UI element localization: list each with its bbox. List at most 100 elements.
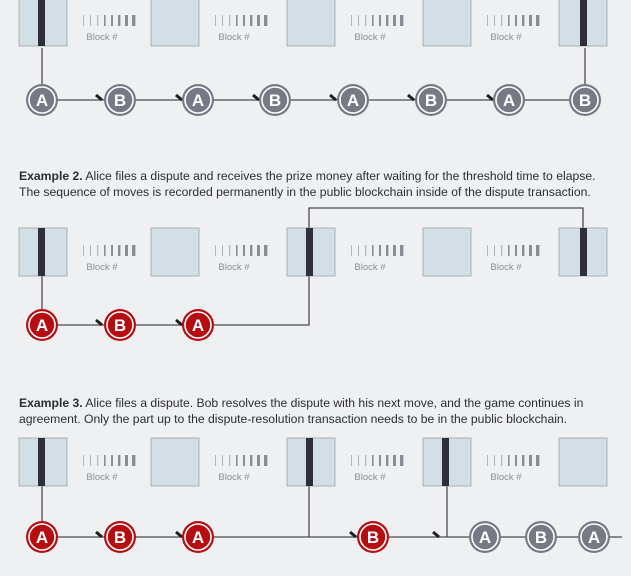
barcode-bar [529, 15, 532, 26]
barcode-bar [529, 245, 532, 256]
signature-tick-icon [349, 530, 357, 539]
move-circle-ring [571, 86, 599, 114]
barcode-bar [386, 245, 389, 256]
example-3-title: Example 3. [19, 396, 83, 410]
move-circle-outer [26, 521, 58, 553]
move-label: A [36, 91, 48, 110]
barcode-bar [125, 15, 128, 26]
block [286, 0, 336, 47]
block [150, 0, 200, 47]
move-label: B [114, 91, 126, 110]
move-a: A [493, 84, 525, 116]
signature-tick-icon [407, 93, 415, 102]
move-circle-ring [417, 86, 445, 114]
block-label: Block # [86, 472, 118, 483]
barcode-bar [83, 15, 84, 26]
transaction-bar [38, 0, 45, 46]
block-label: Block # [218, 472, 250, 483]
move-b: B [357, 521, 389, 553]
barcode-bar [494, 15, 495, 26]
barcode-bar [522, 15, 525, 26]
move-circle-ring [28, 523, 56, 551]
barcode-bar [250, 455, 253, 466]
example-3-caption: Example 3. Alice files a dispute. Bob re… [19, 395, 619, 427]
barcode-bar [494, 455, 495, 466]
barcode-bar [522, 455, 525, 466]
block-label: Block # [490, 472, 522, 483]
barcode-bar [215, 455, 216, 466]
move-circle-outer [26, 84, 58, 116]
barcode-bar [215, 245, 216, 256]
barcode-bar [501, 455, 503, 466]
barcode-bar [257, 245, 260, 256]
example-2-title: Example 2. [19, 169, 83, 183]
barcode-bar [372, 455, 374, 466]
block-label: Block # [218, 32, 250, 43]
barcode-bar [508, 245, 510, 256]
barcode-bar [358, 245, 359, 256]
move-circle-outer [525, 521, 557, 553]
barcode-bar [379, 245, 381, 256]
barcode-bar [111, 245, 113, 256]
move-a: A [182, 521, 214, 553]
move-a: A [26, 521, 58, 553]
move-a: A [578, 521, 610, 553]
block [422, 227, 472, 277]
barcode-bar [386, 15, 389, 26]
barcode-bar [83, 245, 84, 256]
move-label: A [36, 316, 48, 335]
move-circle-ring [28, 86, 56, 114]
move-a: A [26, 84, 58, 116]
move-circle-outer [182, 84, 214, 116]
barcode-bar [104, 15, 106, 26]
barcode-bar [529, 455, 532, 466]
signature-tick-icon [175, 93, 183, 102]
barcode-bar [358, 455, 359, 466]
block-label: Block # [354, 32, 386, 43]
move-label: A [192, 316, 204, 335]
block-number-barcode [83, 245, 136, 256]
barcode-bar [515, 455, 517, 466]
move-b: B [525, 521, 557, 553]
barcode-bar [125, 245, 128, 256]
move-circle-outer [578, 521, 610, 553]
barcode-bar [257, 455, 260, 466]
barcode-bar [215, 15, 216, 26]
barcode-bar [132, 245, 136, 256]
barcode-bar [222, 15, 223, 26]
move-label: A [192, 91, 204, 110]
move-circle-outer [493, 84, 525, 116]
barcode-bar [393, 455, 396, 466]
barcode-bar [365, 455, 367, 466]
barcode-bar [400, 15, 404, 26]
move-a: A [469, 521, 501, 553]
move-b: B [104, 309, 136, 341]
move-circle-outer [104, 84, 136, 116]
barcode-bar [264, 245, 268, 256]
barcode-bar [229, 15, 231, 26]
move-circle-ring [527, 523, 555, 551]
block-label: Block # [86, 262, 118, 273]
move-a: A [182, 84, 214, 116]
move-circle-ring [28, 311, 56, 339]
barcode-bar [222, 245, 223, 256]
move-circle-ring [261, 86, 289, 114]
move-label: A [347, 91, 359, 110]
barcode-bar [264, 15, 268, 26]
move-label: B [367, 528, 379, 547]
move-circle-outer [182, 309, 214, 341]
move-b: B [415, 84, 447, 116]
transaction-bar [442, 438, 449, 486]
move-circle-outer [415, 84, 447, 116]
move-circle-outer [104, 309, 136, 341]
move-circle-ring [359, 523, 387, 551]
move-circle-ring [339, 86, 367, 114]
block [150, 437, 200, 487]
move-label: A [192, 528, 204, 547]
example-3-text: Alice files a dispute. Bob resolves the … [19, 396, 584, 426]
transaction-bar [306, 438, 313, 486]
move-b: B [104, 84, 136, 116]
transaction-bar [38, 438, 45, 486]
